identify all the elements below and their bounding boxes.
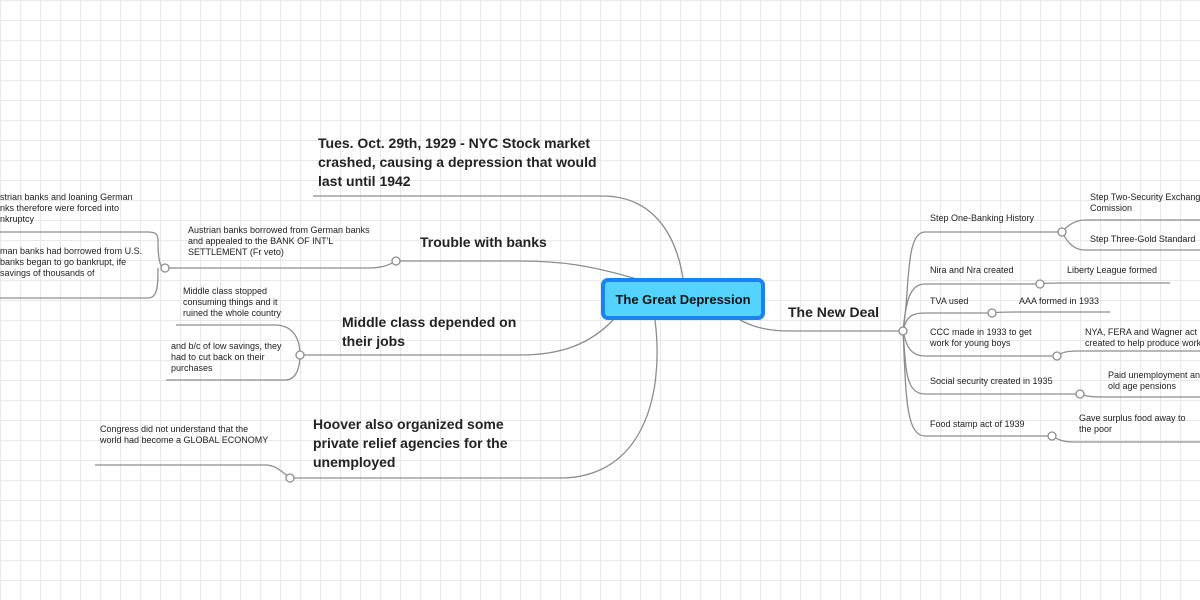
node-dot-food [1047, 431, 1057, 441]
link-austrian [180, 260, 397, 269]
node-dot-banks [391, 256, 401, 266]
subtopic-congress[interactable]: Congress did not understand that the wor… [100, 424, 269, 445]
subtopic-surplus-food[interactable]: Gave surplus food away to the poor [1079, 413, 1186, 434]
subtopic-ccc[interactable]: CCC made in 1933 to get work for young b… [930, 327, 1032, 348]
link-congress [95, 464, 291, 479]
link-food [902, 330, 1052, 437]
subtopic-social-security[interactable]: Social security created in 1935 [930, 376, 1053, 386]
node-dot-middle [295, 350, 305, 360]
link-stopped [176, 324, 301, 356]
topic-hoover[interactable]: Hoover also organized some private relie… [313, 416, 508, 470]
link-stock-crash [313, 195, 684, 279]
node-dot-social [1075, 389, 1085, 399]
topic-middle-class[interactable]: Middle class depended on their jobs [342, 314, 517, 349]
subtopic-liberty-league[interactable]: Liberty League formed [1067, 265, 1158, 275]
subtopic-step-two[interactable]: Step Two-Security Exchange Comission [1090, 192, 1200, 213]
link-surplus [1051, 435, 1200, 443]
topic-stock-crash[interactable]: Tues. Oct. 29th, 1929 - NYC Stock market… [318, 135, 597, 189]
subtopic-step-one[interactable]: Step One-Banking History [930, 213, 1035, 223]
link-banks [396, 260, 641, 281]
link-paid [1079, 393, 1200, 398]
subtopic-food-stamp[interactable]: Food stamp act of 1939 [930, 419, 1025, 429]
link-step-two [1061, 219, 1200, 233]
subtopic-austrian-loaning[interactable]: strian banks and loaning German nks ther… [0, 192, 133, 224]
link-middle-class [300, 317, 616, 356]
link-new-deal [739, 319, 903, 332]
subtopic-nya[interactable]: NYA, FERA and Wagner act created to help… [1085, 327, 1200, 348]
node-dot-nira [1035, 279, 1045, 289]
node-dot-hoover [285, 473, 295, 483]
link-liberty [1039, 282, 1170, 285]
link-nya [1056, 350, 1200, 357]
subtopic-low-savings[interactable]: and b/c of low savings, they had to cut … [171, 341, 282, 373]
subtopic-austrian-banks[interactable]: Austrian banks borrowed from German bank… [188, 225, 370, 257]
topic-trouble-with-banks[interactable]: Trouble with banks [420, 234, 547, 250]
node-dot-austrian [160, 263, 170, 273]
subtopic-paid-unemployment[interactable]: Paid unemployment and old age pensions [1108, 370, 1200, 391]
link-sub2 [0, 267, 159, 299]
node-dot-new-deal [898, 326, 908, 336]
node-dot-tva [987, 308, 997, 318]
topic-new-deal[interactable]: The New Deal [788, 304, 880, 320]
subtopic-nira[interactable]: Nira and Nra created [930, 265, 1014, 275]
subtopic-middle-stopped[interactable]: Middle class stopped consuming things an… [183, 286, 282, 318]
central-topic[interactable]: The Great Depression [601, 278, 765, 320]
subtopic-step-three[interactable]: Step Three-Gold Standard [1090, 234, 1196, 244]
node-dot-ccc [1052, 351, 1062, 361]
subtopic-aaa[interactable]: AAA formed in 1933 [1019, 296, 1100, 306]
link-aaa [991, 311, 1110, 314]
link-hoover [290, 319, 658, 479]
subtopic-tva[interactable]: TVA used [930, 296, 969, 306]
link-nira [902, 283, 1040, 332]
node-dot-step-one [1057, 227, 1067, 237]
subtopic-german-banks[interactable]: man banks had borrowed from U.S. banks b… [0, 246, 143, 278]
